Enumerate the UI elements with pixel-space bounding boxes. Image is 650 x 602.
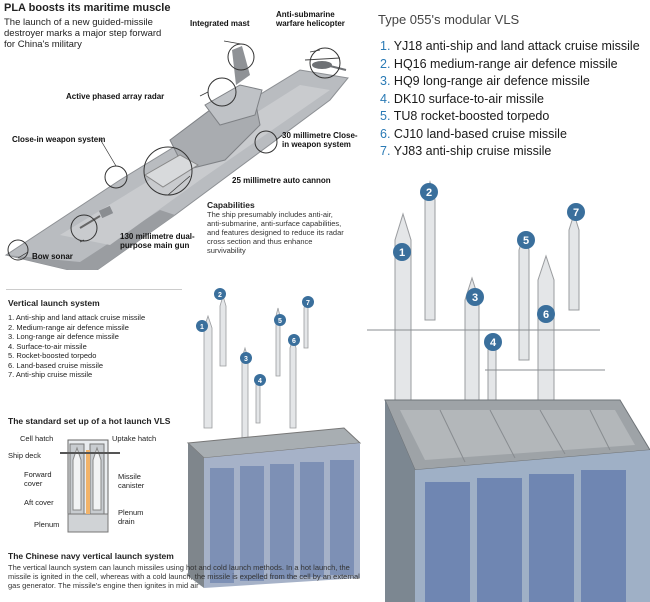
label-plenum-drain: Plenum drain <box>118 508 144 526</box>
label-cell-hatch: Cell hatch <box>20 434 54 443</box>
missile-5 <box>518 232 530 361</box>
label-auto-cannon: 25 millimetre auto cannon <box>232 176 331 185</box>
chinese-vls-block: The Chinese navy vertical launch system … <box>8 551 363 590</box>
modular-vls-illustration: 1 2 3 4 5 6 7 <box>367 180 650 602</box>
missile-1 <box>394 212 412 431</box>
badge-label: 1 <box>399 247 405 259</box>
badge-label: 3 <box>244 356 248 363</box>
badge-label: 1 <box>200 324 204 331</box>
capabilities-heading: Capabilities <box>207 200 255 210</box>
label-ciws: Close-in weapon system <box>12 135 106 144</box>
list-item: 3. HQ9 long-range air defence missile <box>380 74 590 88</box>
capabilities-text: The ship presumably includes anti-air, a… <box>207 210 344 255</box>
modular-vls-list: 1. YJ18 anti-ship and land attack cruise… <box>380 38 640 161</box>
list-item: 7. Anti-ship cruise missile <box>8 370 93 379</box>
list-item: 4. Surface-to-air missile <box>8 341 87 351</box>
label-integrated-mast: Integrated mast <box>190 19 250 28</box>
hot-launch-heading: The standard set up of a hot launch VLS <box>8 416 171 426</box>
hot-launch-diagram <box>60 439 120 533</box>
list-item: 2. HQ16 medium-range air defence missile <box>380 56 618 71</box>
badge-label: 6 <box>292 338 296 345</box>
label-main-gun: 130 millimetre dual-purpose main gun <box>120 232 195 250</box>
vls-list: 1. Anti-ship and land attack cruise miss… <box>8 313 188 380</box>
divider <box>6 289 182 290</box>
missile-2 <box>424 180 436 321</box>
badge-label: 7 <box>306 300 310 307</box>
label-aft-cover: Aft cover <box>24 498 54 507</box>
infographic-title: PLA boosts its maritime muscle <box>4 2 171 14</box>
list-item: 3. Long-range air defence missile <box>8 332 119 341</box>
modular-vls-title: Type 055's modular VLS <box>378 12 520 27</box>
vls-heading: Vertical launch system <box>8 298 100 308</box>
missile-7 <box>568 212 580 311</box>
label-uptake-hatch: Uptake hatch <box>112 434 157 443</box>
helicopter-shape <box>304 57 347 71</box>
list-item: 5. TU8 rocket-boosted torpedo <box>380 109 550 123</box>
badge-label: 5 <box>278 318 282 325</box>
badge-label: 6 <box>543 309 549 321</box>
badge-label: 4 <box>258 378 262 385</box>
label-bow-sonar: Bow sonar <box>32 252 73 261</box>
badge-label: 2 <box>426 187 432 199</box>
list-item: 6. Land-based cruise missile <box>8 360 104 370</box>
list-item: 2. Medium-range air defence missile <box>8 322 129 332</box>
label-ciws-30mm: 30 millimetre Close-in weapon system <box>282 131 358 149</box>
badge-label: 3 <box>472 292 478 304</box>
badge-label: 7 <box>573 207 579 219</box>
chinese-vls-text: The vertical launch system can launch mi… <box>8 563 360 590</box>
label-forward-cover: Forward cover <box>24 470 52 488</box>
list-item: 5. Rocket-boosted torpedo <box>8 351 97 360</box>
label-helicopter: Anti-submarine warfare helicopter <box>276 10 345 28</box>
badge-label: 2 <box>218 292 222 299</box>
capabilities-block: Capabilities The ship presumably include… <box>207 200 347 255</box>
label-plenum: Plenum <box>34 520 60 529</box>
vls-block: Vertical launch system 1. Anti-ship and … <box>8 298 188 380</box>
missile-6 <box>537 254 555 421</box>
destroyer-illustration <box>4 40 349 270</box>
list-item: 1. Anti-ship and land attack cruise miss… <box>8 313 146 322</box>
list-item: 6. CJ10 land-based cruise missile <box>380 126 567 141</box>
label-phased-array-radar: Active phased array radar <box>66 92 165 101</box>
list-item: 7. YJ83 anti-ship cruise missile <box>380 144 552 158</box>
intro-text: The launch of a new guided-missile destr… <box>4 17 162 50</box>
list-item: 1. YJ18 anti-ship and land attack cruise… <box>380 39 640 53</box>
chinese-vls-heading: The Chinese navy vertical launch system <box>8 551 174 561</box>
small-vls-illustration: 1 2 3 4 5 6 7 <box>186 288 362 588</box>
label-missile-canister: Missile canister <box>118 472 145 490</box>
badge-label: 5 <box>523 235 529 247</box>
label-ship-deck: Ship deck <box>8 451 41 460</box>
badge-label: 4 <box>490 337 497 349</box>
list-item: 4. DK10 surface-to-air missile <box>380 91 544 106</box>
